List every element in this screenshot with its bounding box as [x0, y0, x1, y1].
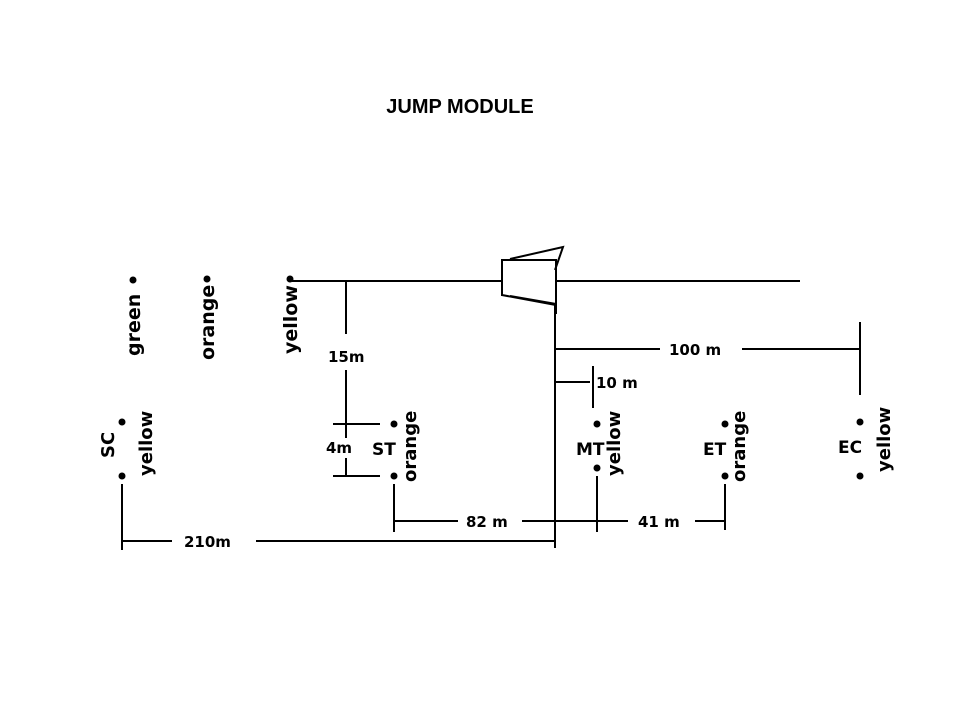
station-sc: SC yellow	[98, 411, 157, 480]
station-code: SC	[98, 432, 119, 458]
launch-marker-green: green	[123, 276, 145, 356]
distance-10-label: 10 m	[596, 374, 638, 392]
page-title: JUMP MODULE	[386, 96, 534, 118]
distance-210-label: 210m	[184, 533, 231, 551]
distance-4-label: 4m	[326, 439, 352, 457]
station-mt: MT yellow	[576, 411, 625, 476]
station-st: ST orange	[372, 411, 421, 482]
station-code: EC	[838, 438, 862, 458]
station-dot-icon	[721, 420, 729, 428]
distance-15-label: 15m	[328, 348, 365, 366]
station-et: ET orange	[703, 411, 750, 482]
station-code: MT	[576, 440, 605, 460]
station-dot-icon	[118, 472, 126, 480]
station-color-label: yellow	[604, 411, 625, 476]
station-dot-icon	[721, 472, 729, 480]
station-color-label: yellow	[136, 411, 157, 476]
station-color-label: yellow	[874, 407, 895, 472]
marker-color-label: green	[123, 294, 145, 356]
distance-41-label: 41 m	[638, 513, 680, 531]
station-ec: EC yellow	[838, 407, 895, 480]
station-dot-icon	[593, 464, 601, 472]
station-dot-icon	[856, 472, 864, 480]
station-code: ST	[372, 440, 396, 460]
marker-color-label: orange	[197, 285, 219, 360]
marker-dot-icon	[286, 275, 294, 283]
marker-dot-icon	[203, 275, 211, 283]
station-code: ET	[703, 440, 727, 460]
station-dot-icon	[390, 472, 398, 480]
station-dot-icon	[856, 418, 864, 426]
station-color-label: orange	[729, 411, 750, 482]
launch-marker-orange: orange	[197, 275, 219, 360]
marker-dot-icon	[129, 276, 137, 284]
aircraft-icon	[501, 245, 565, 314]
marker-color-label: yellow	[280, 285, 302, 354]
station-color-label: orange	[400, 411, 421, 482]
launch-marker-yellow: yellow	[280, 275, 302, 354]
station-dot-icon	[118, 418, 126, 426]
station-dot-icon	[593, 420, 601, 428]
station-dot-icon	[390, 420, 398, 428]
distance-82-label: 82 m	[466, 513, 508, 531]
distance-100-label: 100 m	[669, 341, 721, 359]
